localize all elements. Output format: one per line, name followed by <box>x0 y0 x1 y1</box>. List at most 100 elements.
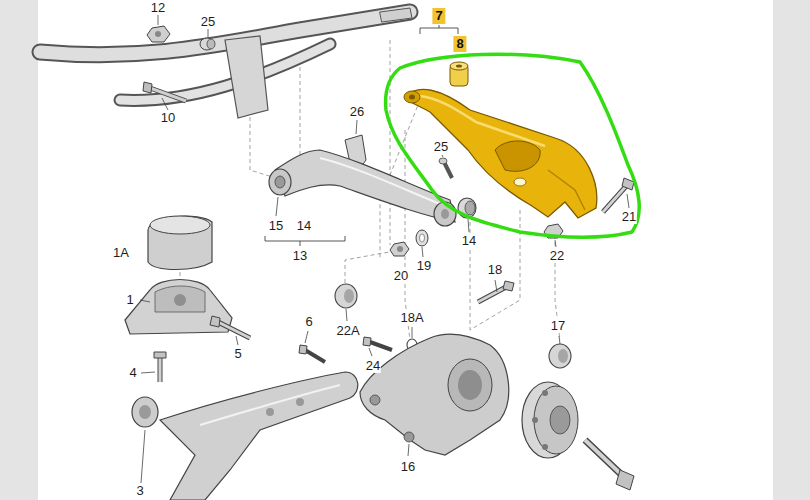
mount-1-shape <box>125 280 232 335</box>
bolt-25-shape <box>442 155 443 157</box>
bushing-22A <box>335 284 357 321</box>
bolt-21 <box>603 178 634 212</box>
bolt-6-shape <box>299 345 307 354</box>
bushing-8 <box>450 62 468 86</box>
bushing-14-shape <box>465 201 475 215</box>
bolt-4-shape <box>158 356 163 382</box>
callout-number: 13 <box>292 249 308 263</box>
bolt-10-shape <box>143 82 152 93</box>
link-arm-14-shape <box>269 169 291 195</box>
bracket-7 <box>420 25 458 34</box>
bushing-14-shape <box>468 219 469 232</box>
bolt-21-shape <box>622 178 634 190</box>
wheel-hub-shape <box>532 417 538 423</box>
bolt-5 <box>210 316 250 345</box>
bolt-18-shape <box>503 281 514 291</box>
bolt-21-shape <box>603 184 628 212</box>
bracket-26-shape <box>356 120 357 134</box>
highlight-outline <box>386 54 640 237</box>
callout-number: 22 <box>549 249 565 263</box>
washer-19-shape <box>420 234 425 242</box>
callout-number: 14 <box>296 219 312 233</box>
bolt-10-shape <box>150 88 186 101</box>
callout-number: 19 <box>416 259 432 273</box>
callout-number: 8 <box>453 36 466 52</box>
lower-arm-7-shape <box>406 89 597 218</box>
callout-number: 26 <box>349 105 365 119</box>
bolt-4-shape <box>154 352 166 358</box>
spring-seat-1A <box>148 216 212 270</box>
bushing-22A-shape <box>335 284 357 308</box>
trailing-arm-shape <box>200 385 340 425</box>
subframe-shape <box>225 36 268 118</box>
washer-18A-shape <box>412 327 413 338</box>
spring-seat-1A-shape <box>148 216 212 269</box>
wheel-knuckle-shape <box>448 359 492 411</box>
bracket-13-shape <box>265 236 345 241</box>
wheel-knuckle-shape <box>458 370 482 400</box>
wheel-hub <box>522 382 578 458</box>
bolt-25-shape <box>444 162 452 178</box>
bolt-18 <box>478 280 514 302</box>
bracket-13-shape <box>300 241 301 246</box>
callout-number: 20 <box>393 269 409 283</box>
bolt-10-shape <box>150 88 186 101</box>
nut-12-shape <box>158 15 159 25</box>
link-arm-14-shape <box>276 197 278 216</box>
bushing-17-shape <box>558 349 568 363</box>
callout-number: 16 <box>400 460 416 474</box>
dash-guide-shape <box>390 40 391 245</box>
nut-20-shape <box>390 242 409 256</box>
callout-number: 4 <box>128 366 137 380</box>
bolt-21-shape <box>627 194 629 208</box>
trailing-arm-shape <box>296 398 304 406</box>
lower-arm-7 <box>404 89 597 218</box>
wheel-knuckle-shape <box>404 432 414 442</box>
link-arm-14 <box>269 150 456 226</box>
callout-number: 12 <box>150 1 166 15</box>
dash-guide-shape <box>470 215 471 330</box>
bracket-7-shape <box>439 25 440 28</box>
bushing-17-shape <box>559 336 560 344</box>
bushing-17 <box>549 336 571 368</box>
callout-number: 1 <box>125 293 134 307</box>
bolt-25-shape <box>439 158 447 164</box>
callout-number: 24 <box>365 359 381 373</box>
side-band-shape <box>0 0 38 500</box>
lower-arm-7-shape <box>514 178 526 186</box>
callout-number: 15 <box>268 219 284 233</box>
highlight-outline-shape <box>386 54 640 237</box>
mount-1-shape <box>140 300 150 302</box>
bushing-25-shape <box>207 39 215 49</box>
callout-number: 10 <box>160 111 176 125</box>
lower-arm-7-shape <box>548 170 585 210</box>
trailing-arm <box>160 372 358 500</box>
bolt-24-shape <box>363 337 371 346</box>
bracket-13 <box>265 236 345 246</box>
link-arm-14-shape <box>441 209 449 219</box>
bolt-21-shape <box>603 184 628 212</box>
wheel-hub-shape <box>534 386 578 454</box>
callout-number: 17 <box>550 319 566 333</box>
bushing-22A-shape <box>344 289 354 303</box>
mount-1-shape <box>174 294 186 306</box>
washer-19-shape <box>416 230 428 246</box>
bolt-24-shape <box>370 342 392 350</box>
bolt-6-shape <box>305 350 325 362</box>
bushing-22A-shape <box>346 309 347 321</box>
trailing-arm-shape <box>266 408 274 416</box>
bolt-10-shape <box>162 98 168 110</box>
wheel-knuckle-shape <box>408 444 409 456</box>
wheel-knuckle-shape <box>370 395 380 405</box>
wheel-knuckle-shape <box>360 334 509 455</box>
mount-1-shape <box>155 286 205 312</box>
callout-number: 22A <box>335 324 360 338</box>
callout-number: 18 <box>487 263 503 277</box>
callout-number: 25 <box>200 15 216 29</box>
callout-number: 21 <box>621 210 637 224</box>
bolt-5-shape <box>236 336 238 345</box>
callout-number: 5 <box>233 347 242 361</box>
callout-number: 14 <box>461 234 477 248</box>
callout-number: 6 <box>304 315 313 329</box>
bushing-25-shape <box>208 29 209 37</box>
